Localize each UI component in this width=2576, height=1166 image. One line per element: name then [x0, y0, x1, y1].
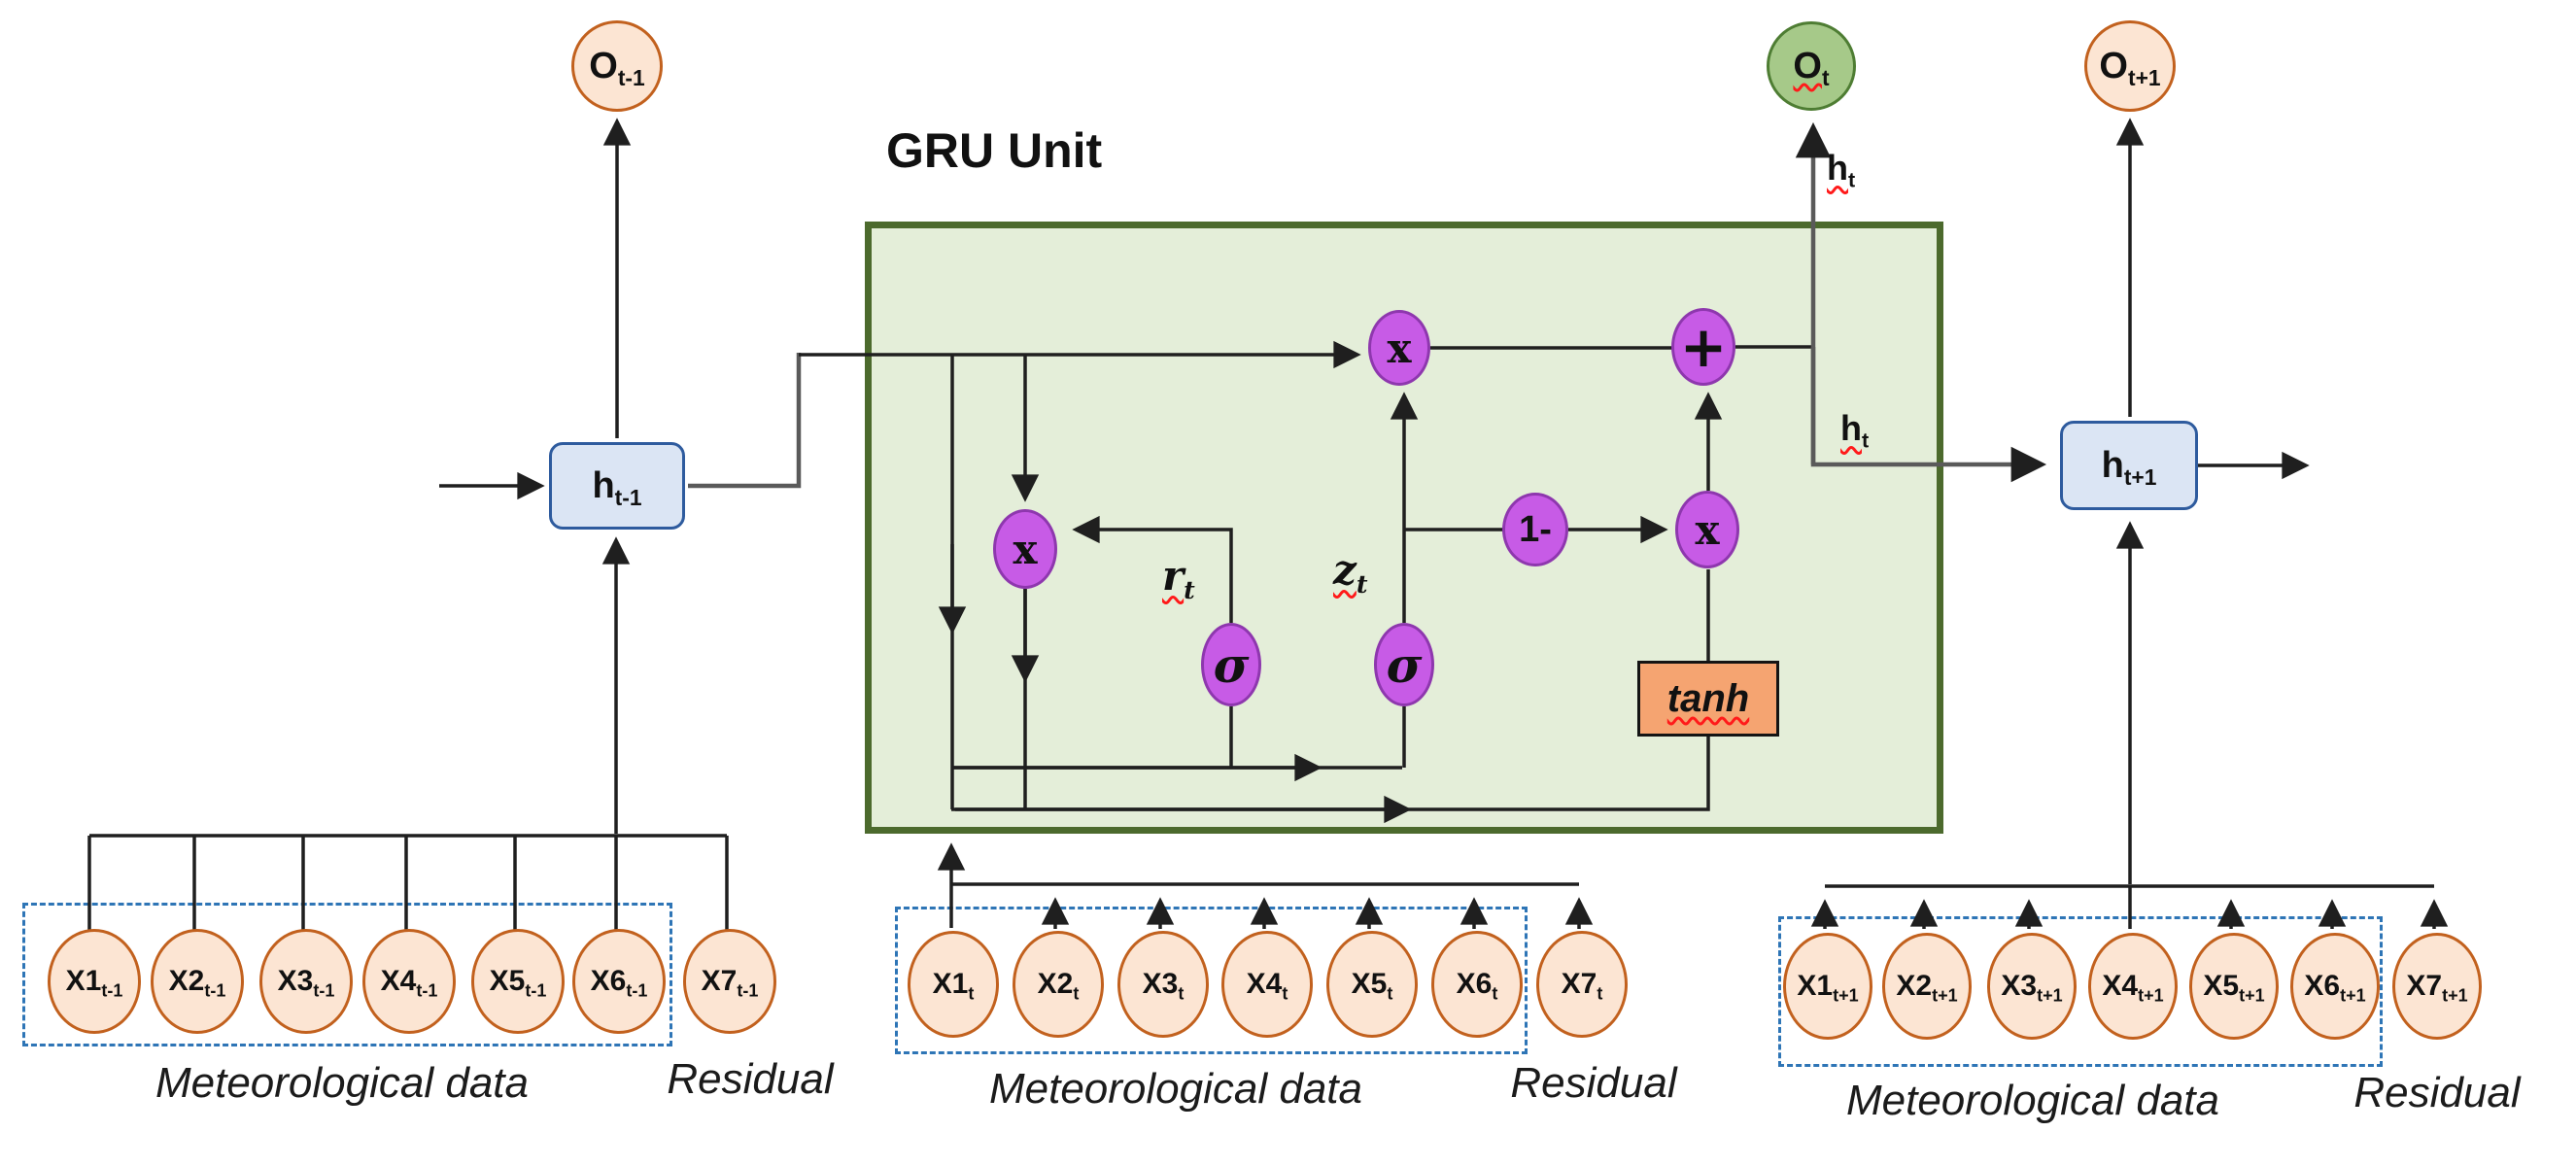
- input-node-x7-t-1: X7t-1: [683, 929, 776, 1034]
- label-r-t: rt: [1162, 552, 1195, 604]
- output-node-o-t+1: Ot+1: [2084, 20, 2176, 112]
- input-node-x3-t+1: X3t+1: [1987, 933, 2077, 1040]
- add-node: +: [1671, 308, 1735, 386]
- input-node-x7-t: X7t: [1536, 931, 1628, 1038]
- caption-residual-t+1: Residual: [2353, 1069, 2521, 1116]
- input-node-x7-t+1: X7t+1: [2392, 933, 2482, 1040]
- multiply-node-reset: x: [993, 509, 1057, 589]
- input-node-x1-t: X1t: [908, 931, 999, 1038]
- input-node-x6-t-1: X6t-1: [572, 929, 666, 1034]
- label-z-t: zt: [1333, 546, 1368, 599]
- meteorological-box-t: [895, 907, 1528, 1054]
- output-node-o-t: Ot: [1767, 21, 1856, 111]
- hidden-state-h-t+1: ht+1: [2060, 421, 2198, 510]
- input-node-x1-t+1: X1t+1: [1783, 933, 1872, 1040]
- caption-residual-t: Residual: [1510, 1059, 1677, 1107]
- caption-meteorological-t-1: Meteorological data: [155, 1059, 530, 1107]
- hidden-state-h-t-1: ht-1: [549, 442, 685, 530]
- input-node-x2-t+1: X2t+1: [1882, 933, 1972, 1040]
- input-node-x1-t-1: X1t-1: [48, 929, 141, 1034]
- input-node-x2-t-1: X2t-1: [151, 929, 244, 1034]
- tanh-box: tanh: [1637, 661, 1779, 737]
- gru-unit-title: GRU Unit: [886, 123, 1103, 178]
- caption-residual-t-1: Residual: [667, 1055, 834, 1103]
- input-node-x3-t-1: X3t-1: [259, 929, 353, 1034]
- input-node-x4-t-1: X4t-1: [362, 929, 456, 1034]
- multiply-node-update: x: [1675, 491, 1739, 568]
- caption-meteorological-t: Meteorological data: [988, 1065, 1363, 1113]
- input-node-x5-t: X5t: [1326, 931, 1418, 1038]
- input-node-x5-t+1: X5t+1: [2189, 933, 2279, 1040]
- one-minus-node: 1-: [1502, 493, 1568, 566]
- input-node-x4-t+1: X4t+1: [2088, 933, 2178, 1040]
- meteorological-box-t-1: [22, 903, 672, 1046]
- input-node-x5-t-1: X5t-1: [471, 929, 565, 1034]
- input-node-x6-t+1: X6t+1: [2290, 933, 2380, 1040]
- update-gate-sigma: σ: [1374, 623, 1434, 706]
- input-node-x3-t: X3t: [1117, 931, 1209, 1038]
- input-node-x6-t: X6t: [1431, 931, 1523, 1038]
- input-node-x2-t: X2t: [1013, 931, 1104, 1038]
- output-node-o-t-1: Ot-1: [571, 20, 663, 112]
- multiply-node-top: x: [1368, 310, 1430, 386]
- input-node-x4-t: X4t: [1221, 931, 1313, 1038]
- reset-gate-sigma: σ: [1201, 623, 1261, 706]
- label-h-t-right: ht: [1840, 408, 1870, 453]
- meteorological-box-t+1: [1778, 916, 2383, 1067]
- caption-meteorological-t+1: Meteorological data: [1845, 1077, 2220, 1124]
- label-h-t-top: ht: [1827, 148, 1856, 192]
